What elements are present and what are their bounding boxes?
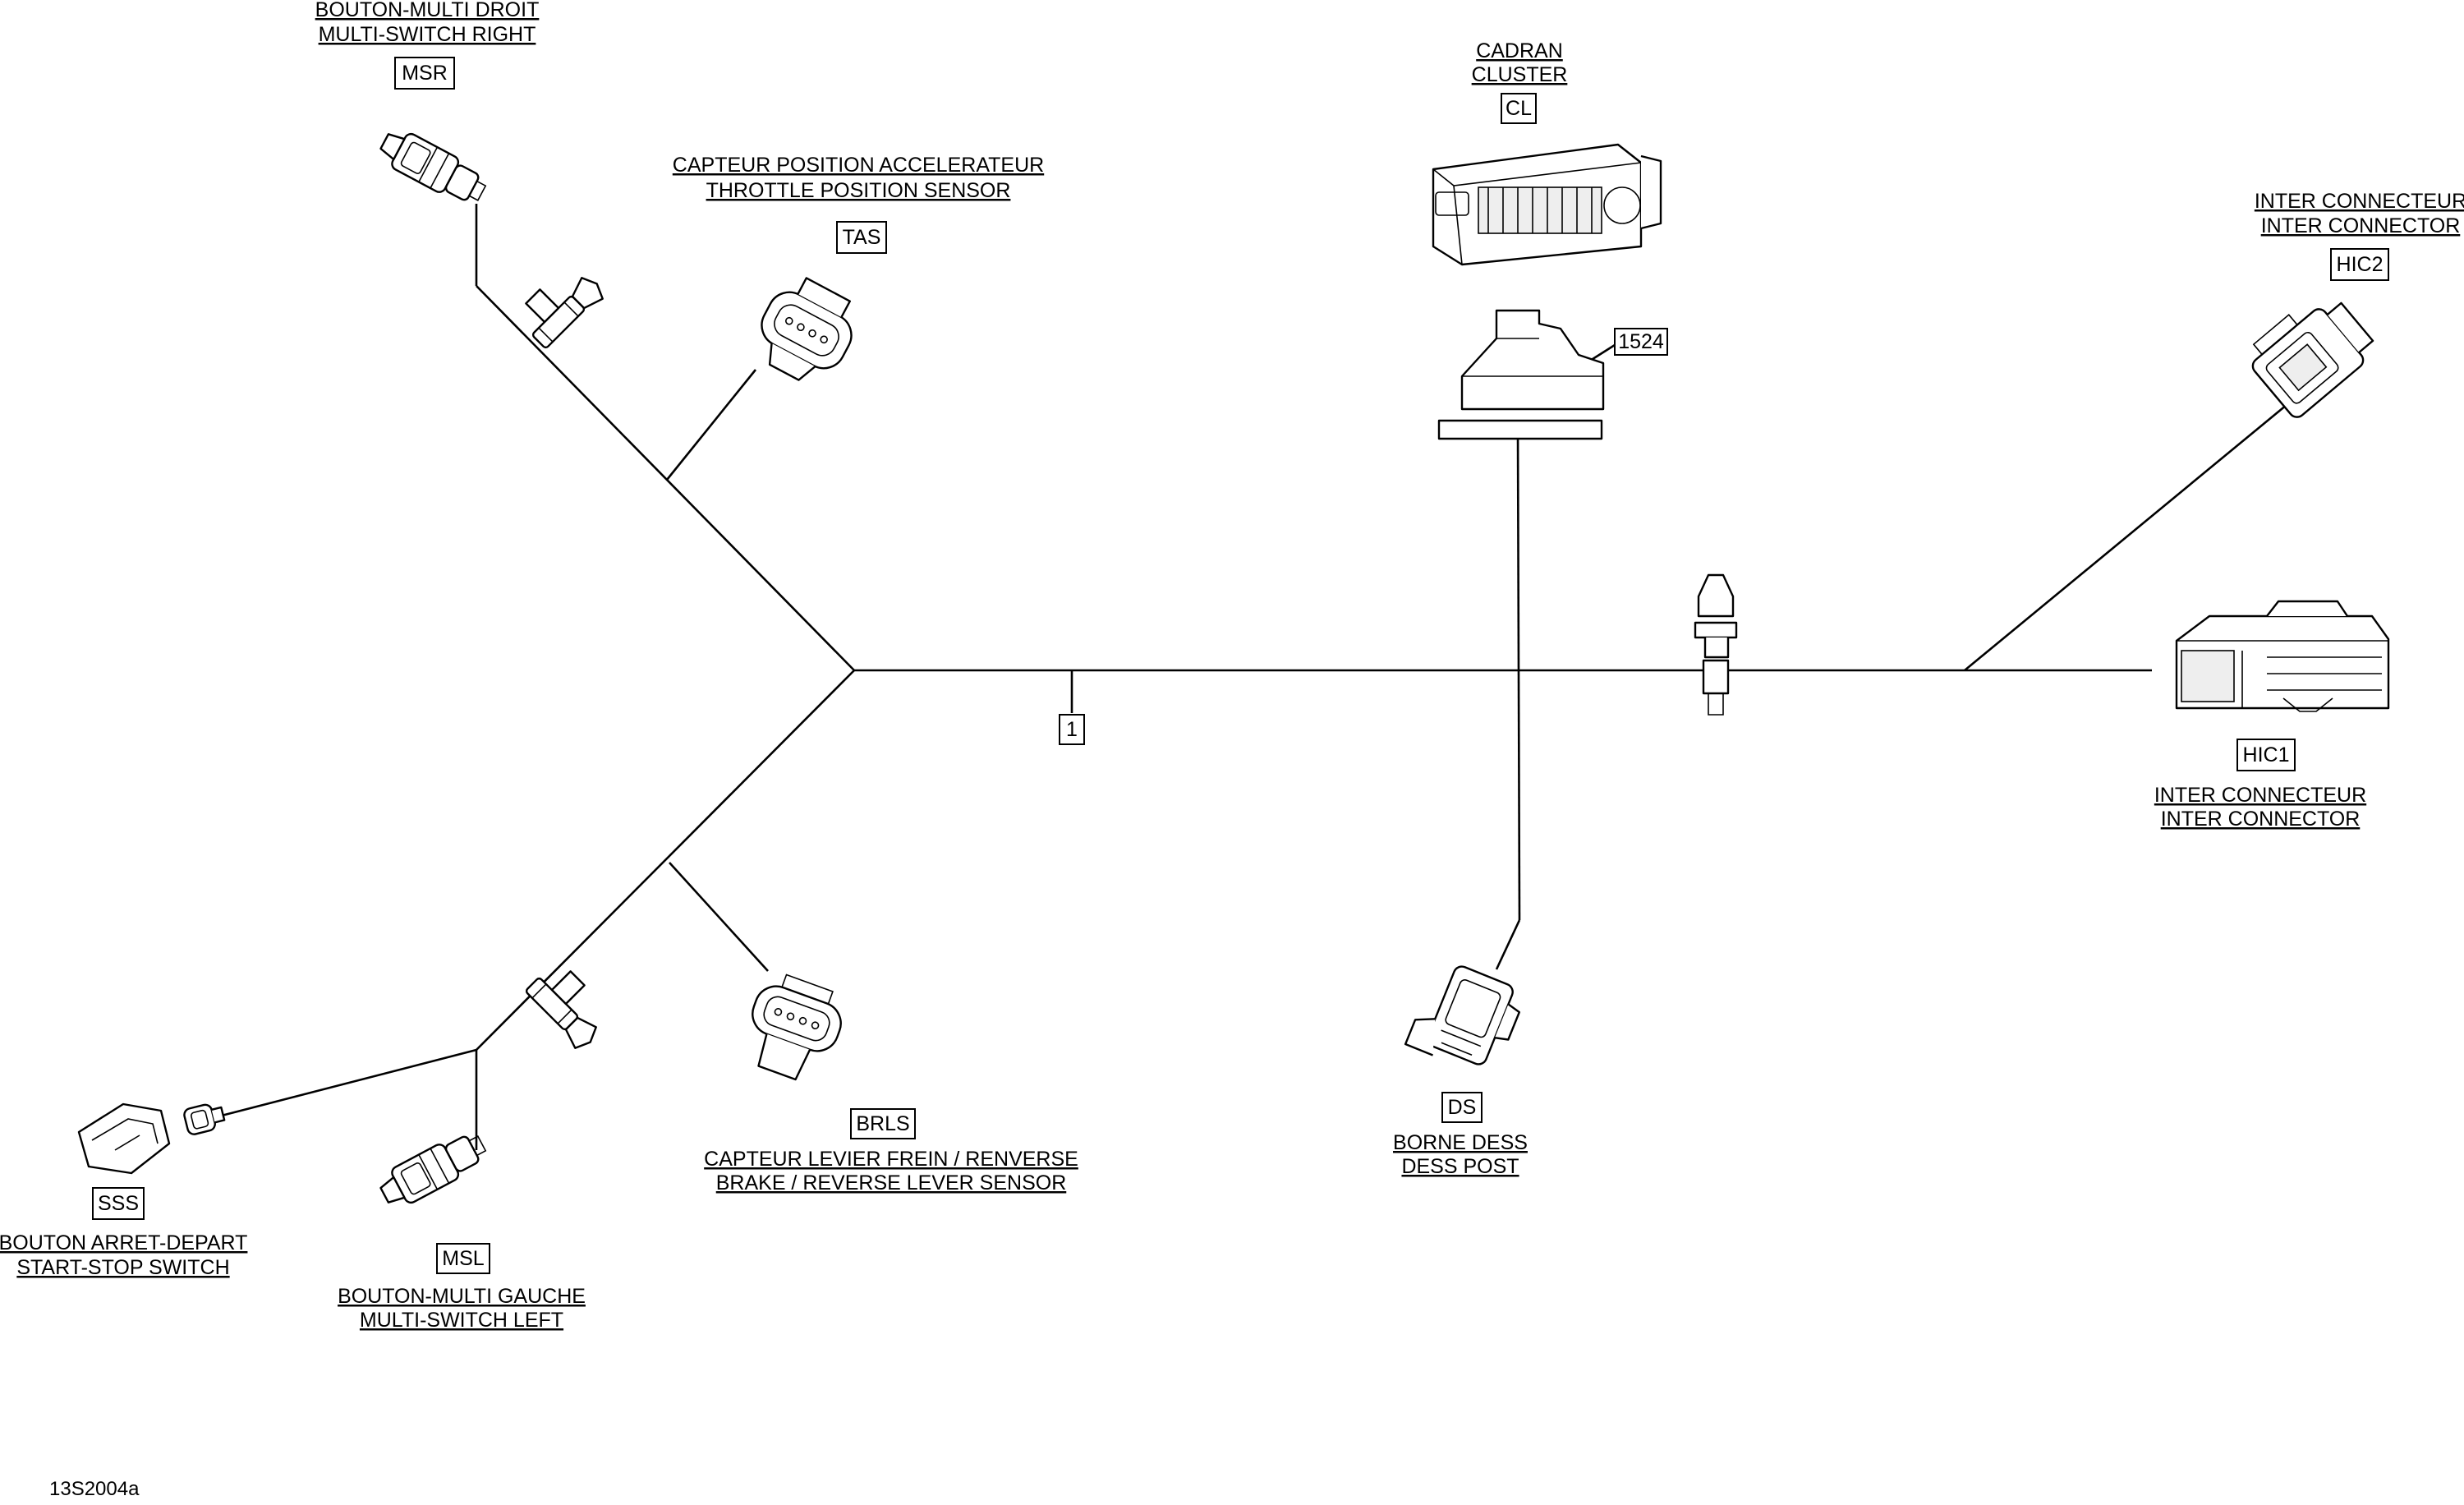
sss-code-box (92, 1187, 145, 1220)
msr-label-fr: BOUTON-MULTI DROIT (315, 0, 540, 21)
hic2-label-en: INTER CONNECTOR (2261, 214, 2461, 237)
cl-label-fr: CADRAN (1476, 39, 1563, 62)
inter-connector-hic2 (2251, 301, 2374, 418)
cable-tie-upper-left (525, 277, 604, 349)
throttle-position-sensor-connector (761, 277, 853, 381)
hic2-label-fr: INTER CONNECTEUR (2255, 190, 2464, 213)
harness-callout-box (1059, 714, 1085, 745)
ds-code-box (1441, 1092, 1483, 1123)
hic1-label-fr: INTER CONNECTEUR (2154, 784, 2366, 807)
msl-label-fr: BOUTON-MULTI GAUCHE (338, 1285, 586, 1308)
brls-code-box (850, 1108, 916, 1139)
msr-code: MSR (402, 62, 448, 85)
sss-code: SSS (98, 1192, 139, 1215)
msr-label-en: MULTI-SWITCH RIGHT (319, 23, 536, 46)
sss-label-fr: BOUTON ARRET-DEPART (0, 1231, 247, 1254)
hic1-code-box (2236, 739, 2296, 771)
msr-code-box (394, 57, 455, 90)
ds-label-fr: BORNE DESS (1393, 1131, 1528, 1154)
grommet-1524 (1437, 309, 1605, 440)
sss-label-en: START-STOP SWITCH (16, 1256, 229, 1279)
brls-code: BRLS (856, 1112, 909, 1135)
harness-callout: 1 (1066, 718, 1078, 741)
harness-wires (214, 204, 2292, 1150)
multi-switch-right-connector (379, 132, 487, 201)
start-stop-switch-connector (77, 1102, 226, 1175)
hic1-code: HIC1 (2243, 743, 2290, 766)
msl-code: MSL (442, 1247, 485, 1270)
hic1-label-en: INTER CONNECTOR (2161, 808, 2361, 831)
cl-label-en: CLUSTER (1472, 63, 1568, 86)
brake-reverse-lever-sensor-connector (752, 973, 842, 1081)
tas-label-fr: CAPTEUR POSITION ACCELERATEUR (673, 154, 1044, 177)
cl-code-box (1501, 93, 1537, 124)
msl-label-en: MULTI-SWITCH LEFT (360, 1309, 563, 1332)
tas-code: TAS (843, 226, 881, 249)
msl-code-box (436, 1243, 490, 1274)
inline-fuse-holder (1694, 573, 1738, 716)
brls-label-fr: CAPTEUR LEVIER FREIN / RENVERSE (704, 1148, 1078, 1171)
grommet-callout: 1524 (1618, 330, 1664, 353)
figure-id: 13S2004a (49, 1478, 140, 1500)
inter-connector-hic1 (2175, 600, 2390, 712)
ds-code: DS (1448, 1096, 1477, 1119)
brls-label-en: BRAKE / REVERSE LEVER SENSOR (716, 1171, 1067, 1194)
tas-label-en: THROTTLE POSITION SENSOR (706, 179, 1011, 202)
grommet-callout-box (1614, 328, 1668, 356)
ds-label-en: DESS POST (1401, 1155, 1519, 1178)
dess-post-connector (1404, 965, 1521, 1065)
cluster-connector (1432, 143, 1662, 266)
tas-code-box (836, 221, 887, 254)
multi-switch-left-connector (379, 1135, 487, 1204)
hic2-code-box (2330, 248, 2389, 281)
cable-tie-lower-left (525, 970, 597, 1049)
cl-code: CL (1506, 97, 1532, 120)
hic2-code: HIC2 (2337, 253, 2384, 276)
